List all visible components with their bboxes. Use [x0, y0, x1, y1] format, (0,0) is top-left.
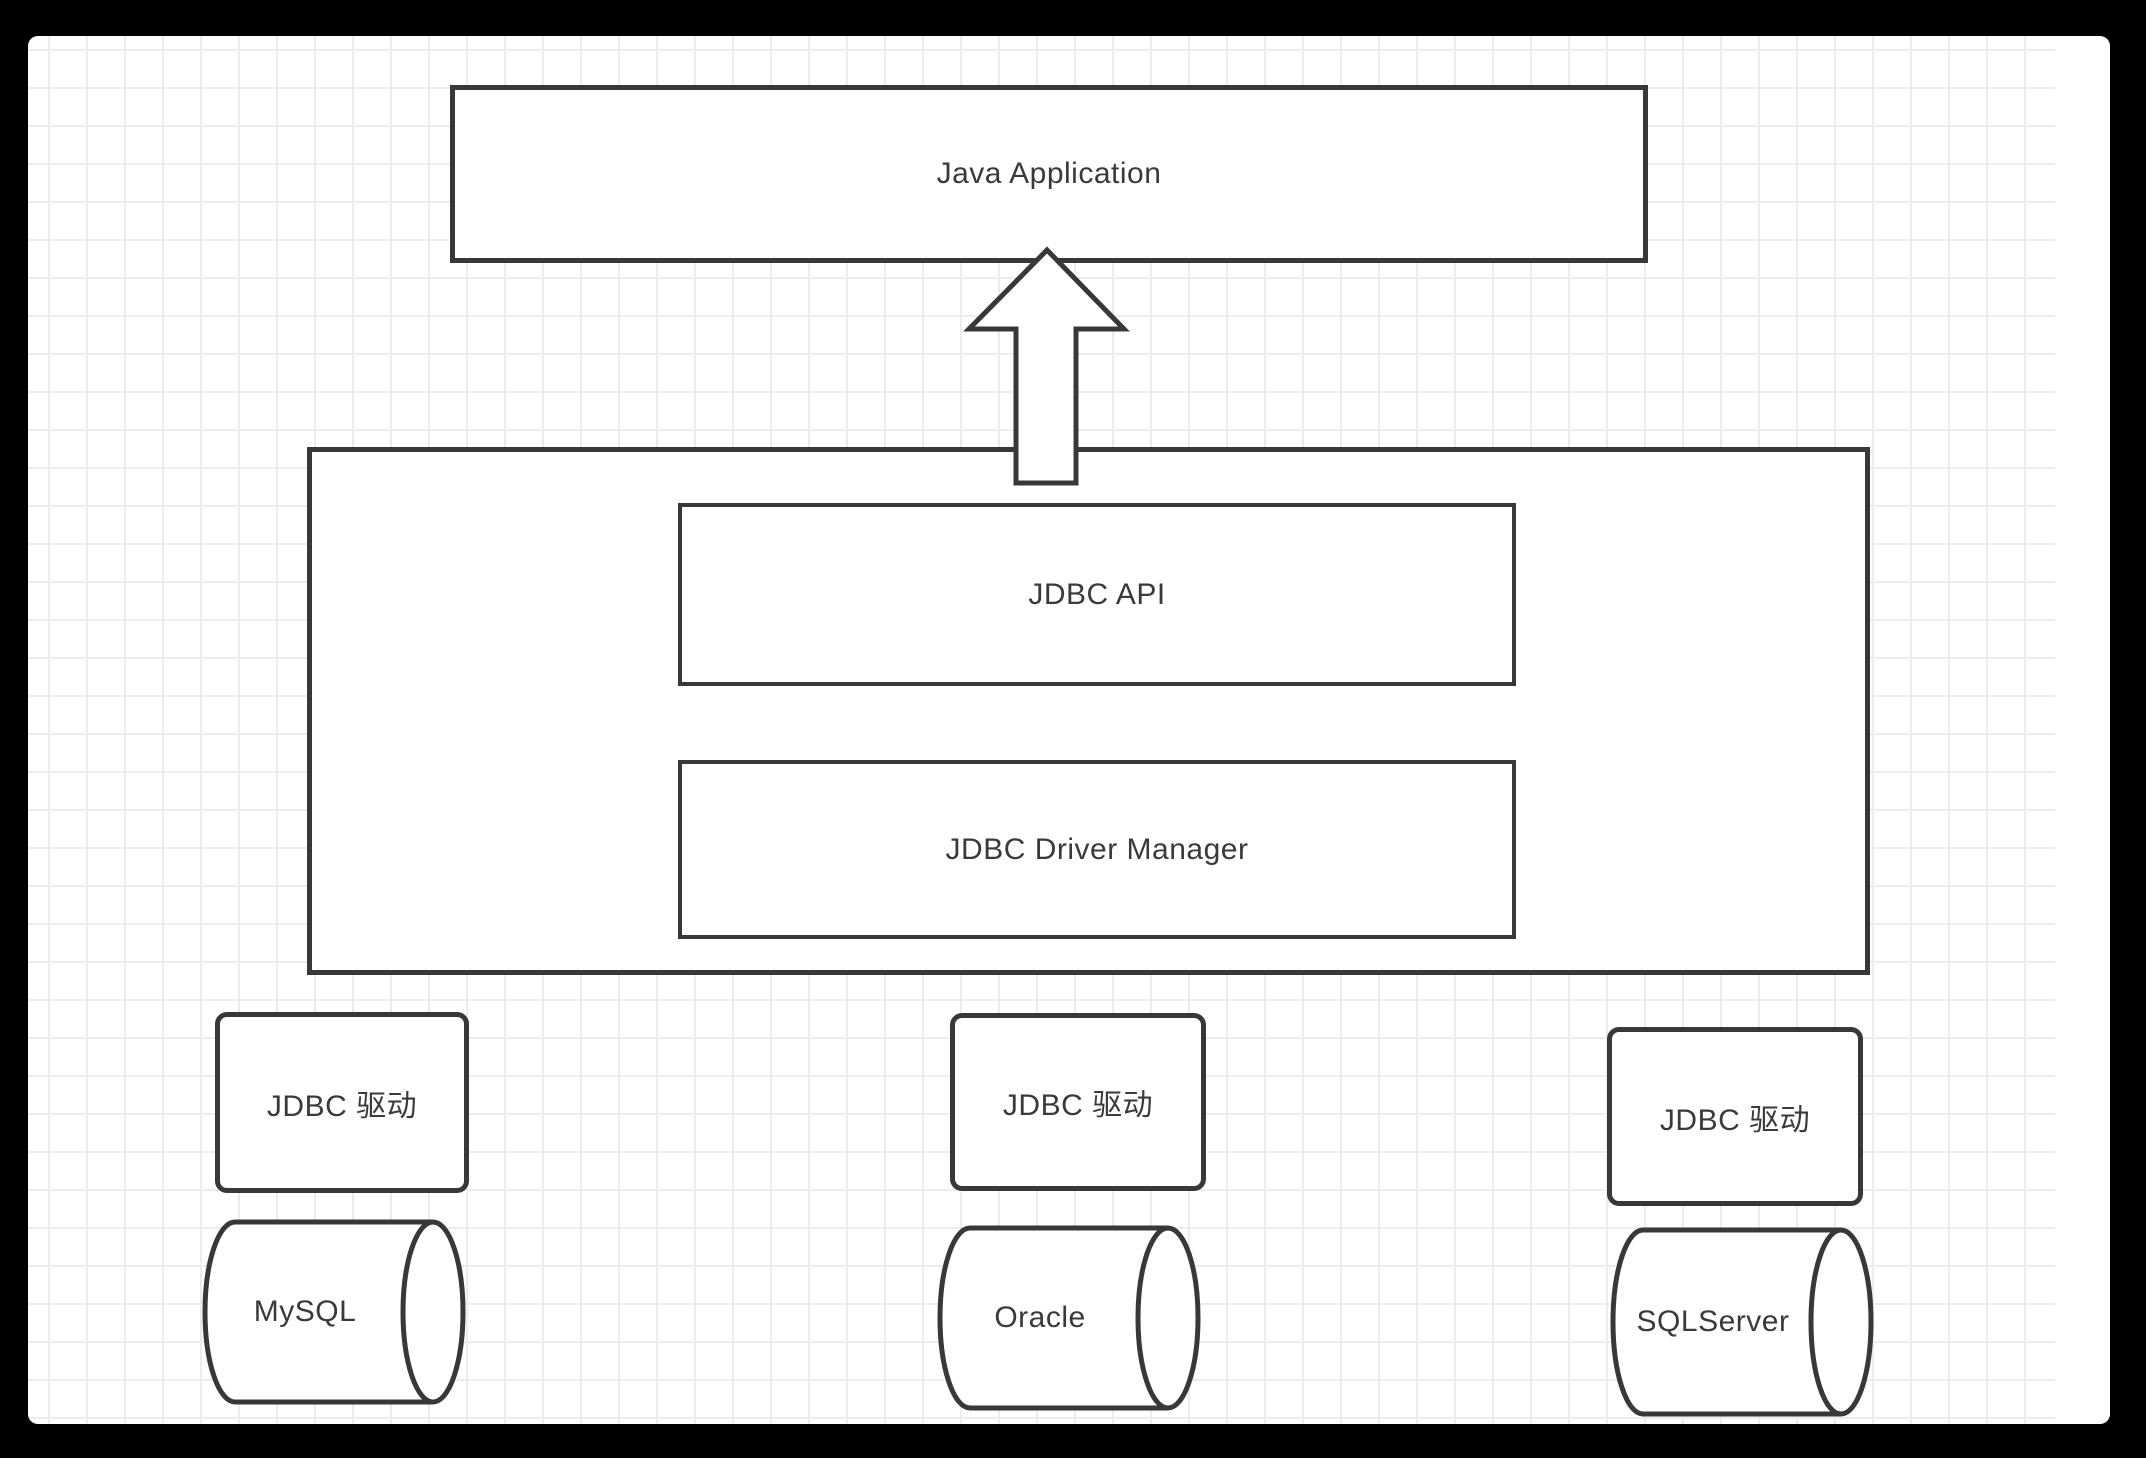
jdbc-driver-manager-box: JDBC Driver Manager — [678, 760, 1516, 939]
jdbc-driver-box-sqlserver: JDBC 驱动 — [1607, 1027, 1863, 1206]
java-application-box: Java Application — [450, 85, 1648, 263]
up-arrow — [963, 246, 1130, 486]
jdbc-api-box: JDBC API — [678, 503, 1516, 686]
jdbc-driver-manager-label: JDBC Driver Manager — [945, 832, 1249, 866]
mysql-label: MySQL — [253, 1295, 357, 1328]
jdbc-driver-label: JDBC 驱动 — [266, 1089, 418, 1123]
sqlserver-cylinder — [1610, 1227, 1874, 1417]
jdbc-driver-label: JDBC 驱动 — [1659, 1103, 1811, 1137]
oracle-cylinder — [937, 1225, 1201, 1411]
jdbc-driver-label: JDBC 驱动 — [1002, 1089, 1154, 1122]
jdbc-driver-box-oracle: JDBC 驱动 — [950, 1013, 1206, 1191]
java-application-label: Java Application — [936, 157, 1162, 190]
mysql-cylinder — [202, 1219, 466, 1405]
up-arrow-shape — [963, 246, 1130, 486]
sqlserver-label: SQLServer — [1636, 1305, 1790, 1338]
jdbc-driver-box-mysql: JDBC 驱动 — [215, 1012, 469, 1193]
jdbc-api-label: JDBC API — [1028, 577, 1166, 611]
oracle-label: Oracle — [994, 1301, 1086, 1334]
